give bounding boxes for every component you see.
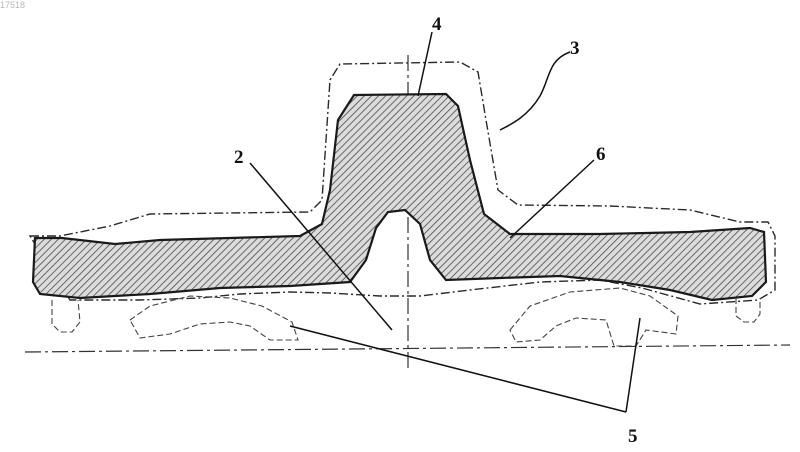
reference-label-6: 6	[596, 144, 606, 165]
reference-label-2: 2	[234, 147, 244, 168]
left-foot-stud	[52, 300, 80, 332]
leader-line-4	[418, 32, 432, 96]
leader-line-3	[500, 52, 570, 130]
left-bearing-pad	[130, 296, 298, 340]
leader-line-5b	[626, 318, 640, 412]
leader-line-5a	[290, 326, 626, 412]
reference-label-3: 3	[570, 38, 580, 59]
hatched-core-section	[33, 94, 766, 300]
reference-label-5: 5	[628, 426, 638, 447]
leader-line-6	[510, 160, 594, 238]
reference-label-4: 4	[432, 14, 442, 35]
right-bearing-pad	[510, 288, 678, 346]
